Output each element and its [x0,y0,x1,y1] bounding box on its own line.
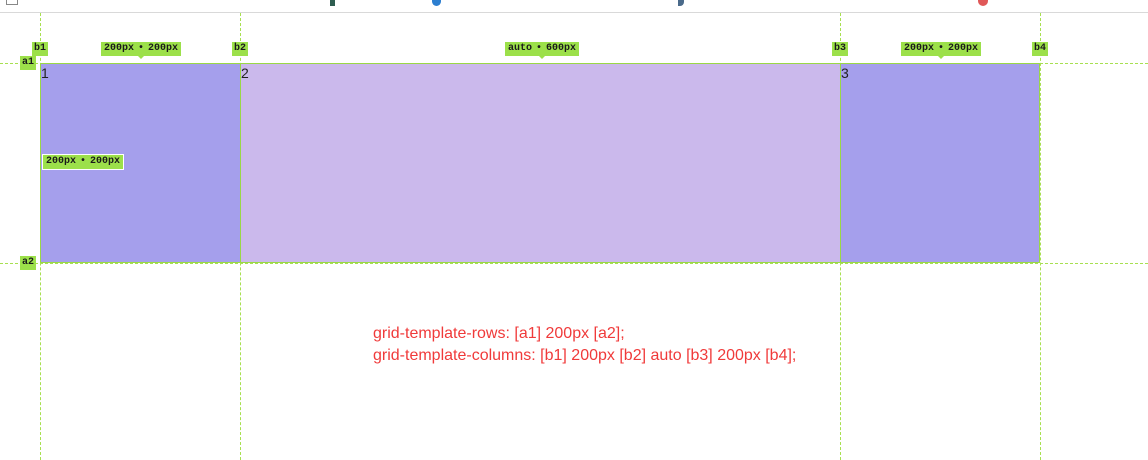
extension-icon[interactable] [978,0,988,6]
line-tag-b2: b2 [232,42,249,56]
line-name: a2 [22,257,35,268]
computed-size: 200px [148,43,179,54]
css-code-note: grid-template-rows: [a1] 200px [a2]; gri… [373,323,796,367]
grid-line-b4 [1040,13,1041,460]
track-size-row-1: 200px•200px [42,154,125,170]
page-icon[interactable] [6,0,18,5]
separator: • [138,43,145,54]
column-separator [840,63,841,263]
grid-cell-3: 3 [840,63,1040,263]
line-name: b2 [234,43,247,54]
line-name: b4 [1034,43,1047,54]
separator: • [80,156,87,167]
cell-number: 2 [241,65,249,81]
browser-icon[interactable] [432,0,441,6]
track-size-column-1: 200px•200px [101,42,182,59]
track-size: 200px [104,43,135,54]
line-tag-b3: b3 [832,42,849,56]
toolbar-strip [0,0,1148,13]
cell-number: 3 [841,65,849,81]
bookmark-icon[interactable] [330,0,335,6]
track-size: 200px [904,43,935,54]
track-size-column-2: auto•600px [505,42,580,59]
computed-size: 200px [948,43,979,54]
line-tag-b4: b4 [1032,42,1049,56]
separator: • [938,43,945,54]
track-size: 200px [46,156,77,167]
cell-number: 1 [41,65,49,81]
line-tag-a2: a2 [20,256,37,270]
app-icon[interactable] [678,0,684,6]
track-size: auto [508,43,533,54]
computed-size: 200px [90,156,121,167]
code-line-rows: grid-template-rows: [a1] 200px [a2]; [373,325,625,342]
line-name: b3 [834,43,847,54]
track-size-column-3: 200px•200px [901,42,982,59]
grid-line-a2 [0,263,1148,264]
line-name: b1 [34,43,47,54]
grid-cell-2: 2 [240,63,840,263]
line-tag-a1: a1 [20,56,37,70]
line-name: a1 [22,57,35,68]
line-tag-b1: b1 [32,42,49,56]
computed-size: 600px [546,43,577,54]
separator: • [536,43,543,54]
code-line-columns: grid-template-columns: [b1] 200px [b2] a… [373,347,797,364]
column-separator [240,63,241,263]
